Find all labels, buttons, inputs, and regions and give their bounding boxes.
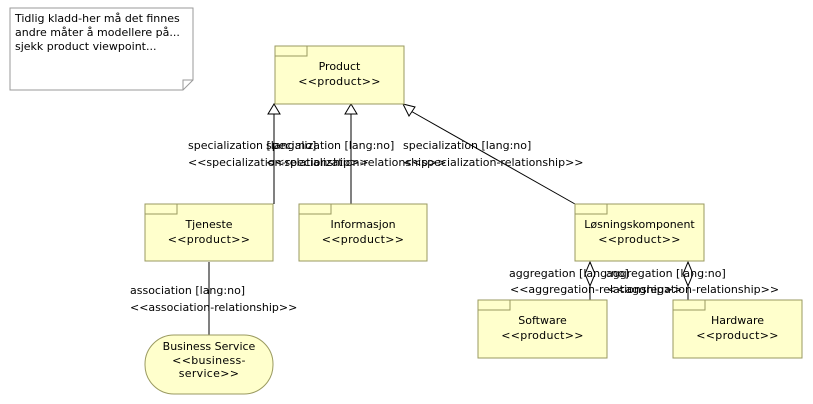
node-stereotype: <<product>>: [167, 233, 251, 246]
spec-arrowhead-losning: [402, 103, 416, 117]
note-text: Tidlig kladd-her må det finnes andre måt…: [15, 12, 185, 54]
aggr-diamond-hardware: [682, 260, 694, 288]
node-stereotype: <<product>>: [501, 329, 584, 342]
edge-spec-losning[interactable]: [408, 109, 576, 205]
relation-name-assoc-business: association [lang:no]: [130, 284, 246, 297]
node-business-service[interactable]: Business Service <<business-service>>: [145, 335, 273, 394]
node-tab-losningskomponent: [575, 204, 608, 215]
node-tab-informasjon: [299, 204, 332, 215]
node-name: Løsningskomponent: [584, 218, 695, 231]
node-product[interactable]: Product <<product>>: [275, 46, 404, 104]
note-line: andre måter å modellere på...: [15, 26, 180, 39]
node-stereotype: <<product>>: [298, 75, 381, 88]
node-informasjon[interactable]: Informasjon <<product>>: [299, 204, 427, 261]
relation-stereotype-spec-tjeneste: <<specialization-relationship>>: [188, 156, 369, 169]
node-losningskomponent[interactable]: Løsningskomponent <<product>>: [575, 204, 704, 261]
node-shape-software[interactable]: [477, 299, 608, 359]
relation-name-spec-informasjon: specialization [lang:no]: [266, 139, 395, 152]
relation-name-spec-losning: specialization [lang:no]: [403, 139, 532, 152]
node-software[interactable]: Software <<product>>: [478, 300, 607, 358]
node-tjeneste[interactable]: Tjeneste <<product>>: [145, 204, 273, 261]
node-name: Hardware: [710, 314, 765, 327]
aggr-diamond-software: [584, 260, 596, 288]
spec-arrowhead-informasjon: [344, 103, 358, 115]
relation-name-spec-tjeneste: specialization [lang:no]: [188, 139, 317, 152]
relation-name-aggr-hardware: aggregation [lang:no]: [606, 267, 726, 280]
note-shape: [9, 7, 194, 91]
relation-stereotype-spec-informasjon: <<specialization-relationship>>: [266, 156, 447, 169]
note-line: Tidlig kladd-her må det finnes: [15, 12, 180, 25]
node-stereotype: <<product>>: [598, 233, 681, 246]
node-stereotype: <<product>>: [696, 329, 779, 342]
node-hardware[interactable]: Hardware <<product>>: [673, 300, 802, 358]
node-name: Informasjon: [330, 218, 396, 231]
note-fold: [182, 79, 193, 90]
note[interactable]: Tidlig kladd-her må det finnes andre måt…: [10, 8, 193, 90]
node-stereotype: <<product>>: [321, 233, 405, 246]
relation-stereotype-aggr-software: <<aggregation-relationship>>: [510, 283, 683, 296]
relation-stereotype-aggr-hardware: <<aggregation-relationship>>: [607, 283, 780, 296]
node-name: Tjeneste: [185, 218, 233, 231]
node-name: Software: [518, 314, 567, 327]
node-name: Product: [318, 60, 361, 73]
spec-arrowhead-tjeneste: [267, 103, 281, 115]
note-line: sjekk product viewpoint...: [15, 40, 157, 53]
relation-name-aggr-software: aggregation [lang:no]: [509, 267, 629, 280]
node-shape-business-service[interactable]: [144, 334, 274, 395]
relation-stereotype-assoc-business: <<association-relationship>>: [130, 301, 298, 314]
node-tab-hardware: [673, 300, 706, 311]
node-tab-software: [478, 300, 511, 311]
node-tab-tjeneste: [145, 204, 178, 215]
node-name: Business Service: [162, 340, 256, 353]
node-tab-product: [275, 46, 308, 57]
relation-stereotype-spec-losning: <<specialization-relationship>>: [403, 156, 584, 169]
node-stereotype: <<business-service>>: [172, 354, 246, 380]
